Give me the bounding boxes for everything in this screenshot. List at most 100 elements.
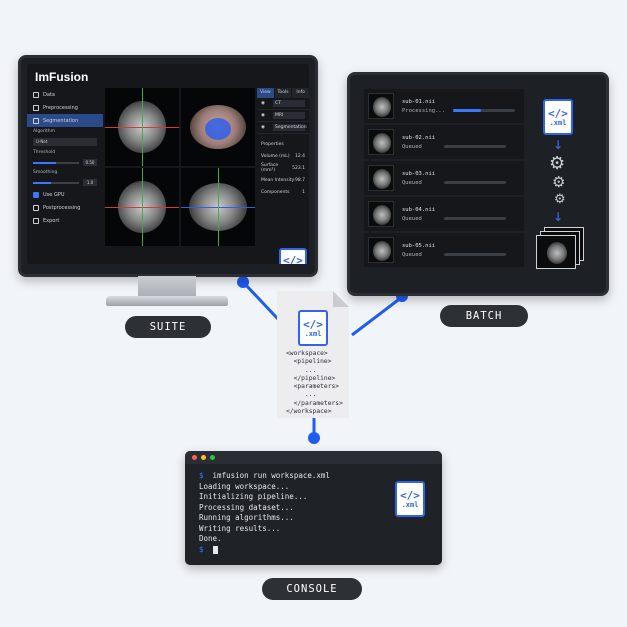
eye-icon: ◉: [261, 113, 265, 118]
preprocess-icon: [33, 104, 39, 111]
close-dot-icon[interactable]: [192, 455, 197, 460]
suite-monitor: ImFusion Data Preprocessing Segmentation…: [18, 55, 318, 277]
console-label: CONSOLE: [262, 578, 362, 600]
suite-connector-node: [237, 276, 249, 288]
tab-view[interactable]: View: [257, 88, 274, 98]
algorithm-label: Algorithm: [33, 129, 56, 134]
batch-status: Queued: [402, 215, 422, 222]
console-line: Initializing pipeline...: [199, 492, 308, 501]
console-line: Processing dataset...: [199, 502, 294, 512]
threshold-label: Threshold: [33, 150, 56, 155]
layer-ct[interactable]: ◉ CT: [257, 98, 309, 110]
eye-icon: ◉: [261, 125, 265, 130]
console-line: Writing results...: [199, 523, 281, 533]
console-line: Loading workspace...: [199, 481, 290, 491]
panel-tabs: View Tools Info: [257, 88, 309, 98]
sidebar-item-label: Segmentation: [43, 117, 79, 124]
xml-line: ...: [286, 391, 317, 399]
checkbox-icon: [33, 191, 39, 198]
xml-glyph: </>: [548, 106, 568, 120]
xml-file-icon: </>.xml: [298, 310, 328, 346]
suite-label: SUITE: [125, 316, 211, 338]
xml-glyph: </>: [400, 488, 420, 502]
imfusion-logo: ImFusion: [35, 70, 89, 84]
prompt-symbol: $: [199, 471, 204, 480]
batch-status: Processing...: [402, 107, 446, 114]
minimize-dot-icon[interactable]: [201, 455, 206, 460]
smoothing-fill: [33, 181, 52, 184]
sidebar-item-postprocessing[interactable]: Postprocessing: [27, 201, 103, 214]
batch-file-name: sub-05.nii: [402, 242, 436, 249]
smoothing-value[interactable]: 1.0: [83, 179, 97, 186]
cursor: [212, 545, 218, 554]
gear-icon: ⚙: [552, 173, 566, 191]
xml-line: <workspace>: [286, 350, 328, 357]
property-value: 98.7: [294, 177, 305, 183]
tab-tools[interactable]: Tools: [274, 88, 292, 98]
brain-thumbnail: [368, 201, 394, 227]
xml-line: <pipeline>: [286, 358, 332, 366]
batch-label: BATCH: [440, 305, 528, 327]
sidebar-item-data[interactable]: Data: [27, 88, 103, 101]
xml-line: </workspace>: [286, 408, 332, 416]
threshold-value[interactable]: 0.50: [83, 159, 97, 166]
console-prompt-line: $: [199, 545, 428, 556]
batch-file-name: sub-01.nii: [402, 98, 436, 105]
sidebar-item-preprocessing[interactable]: Preprocessing: [27, 101, 103, 114]
sidebar-item-export[interactable]: Export: [27, 214, 103, 227]
maximize-dot-icon[interactable]: [210, 455, 215, 460]
layer-label[interactable]: Segmentation: [273, 124, 307, 131]
segmentation-icon: [33, 117, 39, 124]
smoothing-slider[interactable]: 1.0: [33, 179, 97, 186]
xml-ext: .xml: [304, 329, 322, 338]
console-line: Running algorithms...: [199, 513, 294, 522]
property-row: Surface (mm²)523.1: [257, 162, 309, 174]
console-command-line: $ imfusion run workspace.xml: [199, 471, 428, 482]
xml-line: </pipeline>: [286, 374, 336, 382]
tab-info[interactable]: Info: [292, 88, 309, 98]
batch-file-name: sub-03.nii: [402, 170, 436, 177]
axial-view[interactable]: [105, 88, 179, 166]
suite-screen: ImFusion Data Preprocessing Segmentation…: [27, 64, 309, 264]
algorithm-select[interactable]: U-Net: [33, 138, 97, 146]
console-output[interactable]: $ imfusion run workspace.xml Loading wor…: [185, 464, 442, 562]
sidebar-item-segmentation[interactable]: Segmentation: [27, 114, 103, 127]
layer-label[interactable]: MRI: [273, 112, 305, 119]
sagittal-view[interactable]: [181, 168, 255, 246]
property-label: Components: [261, 189, 290, 195]
batch-progress: [453, 109, 516, 112]
xml-ext: .xml: [549, 118, 567, 127]
brain-stack-icon: [536, 235, 576, 269]
prompt-symbol: $: [199, 544, 204, 554]
export-icon: [33, 217, 39, 224]
smoothing-label: Smoothing: [33, 170, 58, 175]
use-gpu-checkbox[interactable]: Use GPU: [27, 188, 103, 201]
brain-thumbnail: [368, 129, 394, 155]
property-row: Volume (mL)12.4: [257, 150, 309, 162]
xml-line: ...: [286, 366, 317, 374]
threshold-slider[interactable]: 0.50: [33, 159, 97, 166]
xml-glyph: </>: [283, 253, 303, 265]
batch-progress: [443, 253, 506, 256]
layer-segmentation[interactable]: ◉ Segmentation: [257, 122, 309, 134]
brain-thumbnail: [368, 237, 394, 263]
coronal-view[interactable]: [105, 168, 179, 246]
sidebar-item-label: Export: [43, 217, 60, 224]
layer-mri[interactable]: ◉ MRI: [257, 110, 309, 122]
brain-thumbnail: [368, 93, 394, 119]
sidebar-item-label: Data: [43, 91, 55, 98]
workspace-xml-code: <workspace> <pipeline> ... </pipeline> <…: [286, 350, 343, 416]
eye-icon: ◉: [261, 101, 265, 106]
viewport-grid: [105, 88, 255, 246]
3d-view[interactable]: [181, 88, 255, 166]
layer-label[interactable]: CT: [273, 100, 305, 107]
postprocess-icon: [33, 204, 39, 211]
xml-file-icon: </>.xml: [543, 99, 573, 135]
